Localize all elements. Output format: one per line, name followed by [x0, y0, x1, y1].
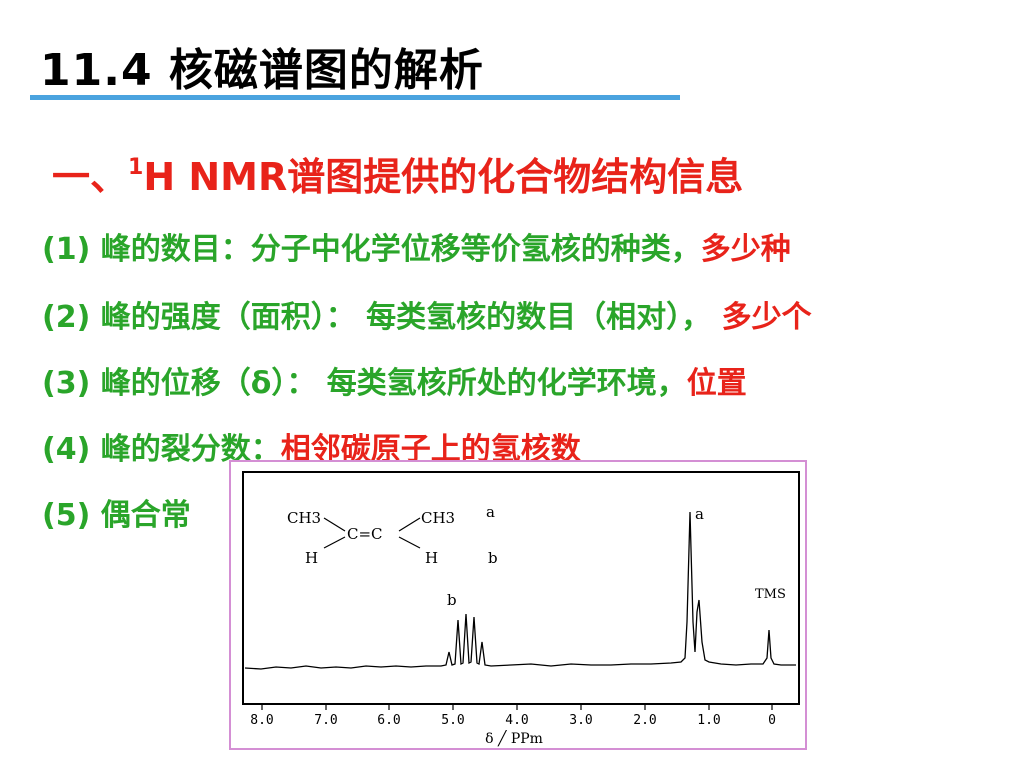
- x-axis-ticks: [261, 704, 773, 710]
- peak-labels: b a TMS: [447, 505, 786, 609]
- heading-main: H NMR谱图提供的化合物结构信息: [143, 155, 744, 199]
- list-item-5: (5) 偶合常: [42, 490, 191, 534]
- nmr-spectrum-figure: CH3 CH3 C=C H H a b b a TMS: [229, 460, 807, 750]
- tick-label: 7.0: [314, 713, 337, 728]
- c-double-c-label: C=C: [347, 525, 383, 543]
- peak-label-a: a: [695, 505, 704, 523]
- spectrum-trace: [244, 511, 796, 670]
- ch3-right-label: CH3: [421, 509, 455, 527]
- item-highlight: 多少种: [700, 232, 791, 267]
- item-text: (3) 峰的位移（δ）： 每类氢核所处的化学环境，: [42, 366, 687, 401]
- molecular-structure: CH3 CH3 C=C H H a b: [287, 503, 498, 567]
- plot-frame: [242, 471, 800, 705]
- heading-prefix: 一、: [52, 155, 129, 199]
- item-text: (1) 峰的数目：分子中化学位移等价氢核的种类，: [42, 232, 701, 267]
- structure-label-b: b: [488, 549, 498, 567]
- h-left-label: H: [305, 549, 318, 567]
- x-axis-tick-labels: 8.0 7.0 6.0 5.0 4.0 3.0 2.0 1.0 0: [250, 713, 776, 728]
- item-highlight: 多少个: [721, 300, 812, 335]
- section-heading: 一、1H NMR谱图提供的化合物结构信息: [52, 146, 743, 201]
- tick-label: 8.0: [250, 713, 273, 728]
- tick-label: 5.0: [441, 713, 464, 728]
- bond-line: [398, 517, 421, 532]
- bond-line: [398, 536, 421, 549]
- bond-line: [323, 536, 346, 549]
- title-underline: [30, 95, 680, 100]
- x-axis-label: δ ╱ PPm: [485, 730, 543, 747]
- peak-label-b: b: [447, 591, 457, 609]
- tick-label: 4.0: [505, 713, 528, 728]
- heading-superscript: 1: [128, 155, 144, 180]
- tick-label: 2.0: [633, 713, 656, 728]
- item-text: (5) 偶合常: [42, 498, 191, 533]
- peak-label-tms: TMS: [755, 587, 786, 602]
- tick-label: 6.0: [377, 713, 400, 728]
- item-highlight: 位置: [686, 366, 747, 401]
- list-item-3: (3) 峰的位移（δ）： 每类氢核所处的化学环境，位置: [42, 358, 747, 402]
- list-item-1: (1) 峰的数目：分子中化学位移等价氢核的种类，多少种: [42, 224, 791, 268]
- list-item-2: (2) 峰的强度（面积）： 每类氢核的数目（相对）， 多少个: [42, 292, 812, 336]
- item-text: (2) 峰的强度（面积）： 每类氢核的数目（相对），: [42, 300, 722, 335]
- nmr-spectrum-image: CH3 CH3 C=C H H a b b a TMS: [242, 471, 800, 747]
- tick-label: 0: [768, 713, 776, 728]
- tick-label: 3.0: [569, 713, 592, 728]
- list-item-4: (4) 峰的裂分数：相邻碳原子上的氢核数: [42, 424, 581, 468]
- slide-title: 11.4 核磁谱图的解析: [40, 45, 484, 96]
- bond-line: [323, 517, 346, 532]
- ch3-left-label: CH3: [287, 509, 321, 527]
- h-right-label: H: [425, 549, 438, 567]
- tick-label: 1.0: [697, 713, 720, 728]
- structure-label-a: a: [486, 503, 495, 521]
